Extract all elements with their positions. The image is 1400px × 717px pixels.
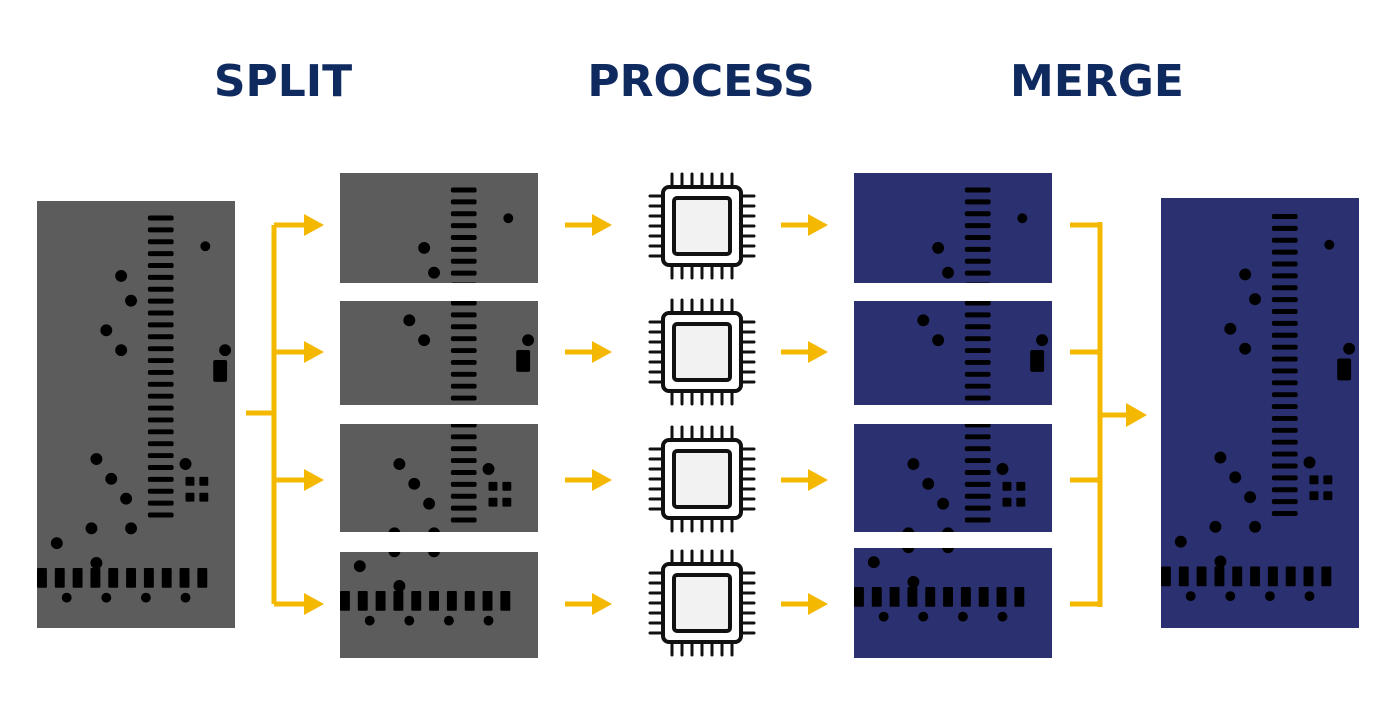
arrow-right-icon	[808, 469, 828, 491]
from-processor-arrows	[781, 214, 828, 615]
processed-segment-4	[854, 548, 1052, 658]
split-segment-3	[340, 424, 538, 532]
split-segment-4	[340, 552, 538, 658]
arrow-right-icon	[304, 593, 324, 615]
split-segment-2	[340, 301, 538, 405]
process-heading: PROCESS	[587, 56, 815, 107]
split-heading: SPLIT	[213, 56, 353, 107]
to-processor-arrows	[565, 214, 612, 615]
arrow-right-icon	[808, 214, 828, 236]
arrow-right-icon	[1126, 403, 1147, 427]
merge-connector	[1070, 222, 1147, 607]
processed-segment-3	[854, 424, 1052, 532]
arrow-right-icon	[592, 341, 612, 363]
arrow-right-icon	[808, 341, 828, 363]
processed-segment-2	[854, 301, 1052, 405]
arrow-right-icon	[592, 214, 612, 236]
cpu-chip-icon	[648, 172, 756, 280]
arrow-right-icon	[304, 469, 324, 491]
arrow-right-icon	[304, 214, 324, 236]
cpu-chip-icon	[648, 549, 756, 657]
arrow-right-icon	[304, 341, 324, 363]
split-segment-1	[340, 173, 538, 283]
arrow-right-icon	[592, 469, 612, 491]
merge-heading: MERGE	[1010, 56, 1184, 107]
input-board	[37, 201, 235, 628]
cpu-chip-icon	[648, 425, 756, 533]
split-connector	[246, 214, 324, 615]
output-board	[1161, 198, 1359, 628]
processed-segment-1	[854, 173, 1052, 283]
arrow-right-icon	[592, 593, 612, 615]
cpu-chip-icon	[648, 298, 756, 406]
arrow-right-icon	[808, 593, 828, 615]
